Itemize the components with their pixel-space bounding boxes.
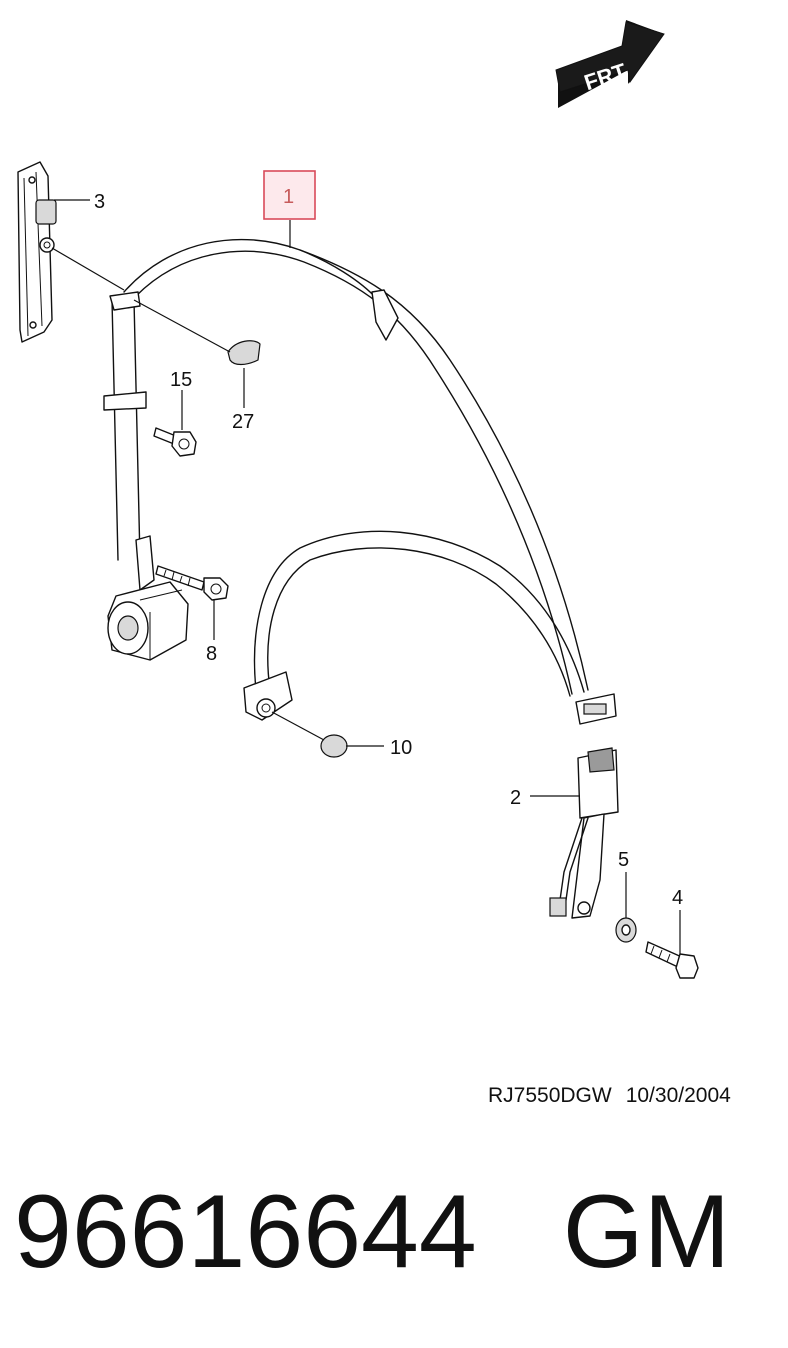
- callout-2[interactable]: 2: [510, 787, 521, 809]
- callout-1[interactable]: 1: [283, 186, 294, 208]
- bolt-15: [153, 427, 197, 457]
- callout-10[interactable]: 10: [390, 737, 412, 759]
- bolt-8: [155, 565, 229, 601]
- drawing-reference: RJ7550DGW 10/30/2004: [488, 1084, 745, 1108]
- callout-1-highlight-box: [263, 170, 316, 220]
- part-number: 96616644: [14, 1174, 477, 1290]
- drawing-date: 10/30/2004: [625, 1084, 731, 1107]
- seat-belt-diagram: FRT: [17, 20, 699, 979]
- brand-name: GM: [562, 1174, 731, 1290]
- callout-8[interactable]: 8: [206, 643, 217, 665]
- callout-27[interactable]: 27: [232, 411, 254, 433]
- washer-5: [615, 917, 637, 943]
- callout-4[interactable]: 4: [672, 887, 683, 909]
- callout-15[interactable]: 15: [170, 369, 192, 391]
- buckle: [549, 747, 619, 919]
- cap-27: [227, 340, 261, 366]
- cap-10: [320, 734, 348, 758]
- seat-belt-webbing: [103, 238, 617, 725]
- bolt-4: [645, 941, 699, 979]
- front-direction-arrow: FRT: [555, 20, 665, 108]
- lap-anchor: [243, 671, 293, 721]
- retractor: [107, 535, 189, 661]
- height-adjuster: [17, 161, 57, 343]
- drawing-code: RJ7550DGW: [488, 1084, 612, 1107]
- leader-lines: [54, 199, 681, 954]
- callout-3[interactable]: 3: [94, 191, 105, 213]
- callout-5[interactable]: 5: [618, 849, 629, 871]
